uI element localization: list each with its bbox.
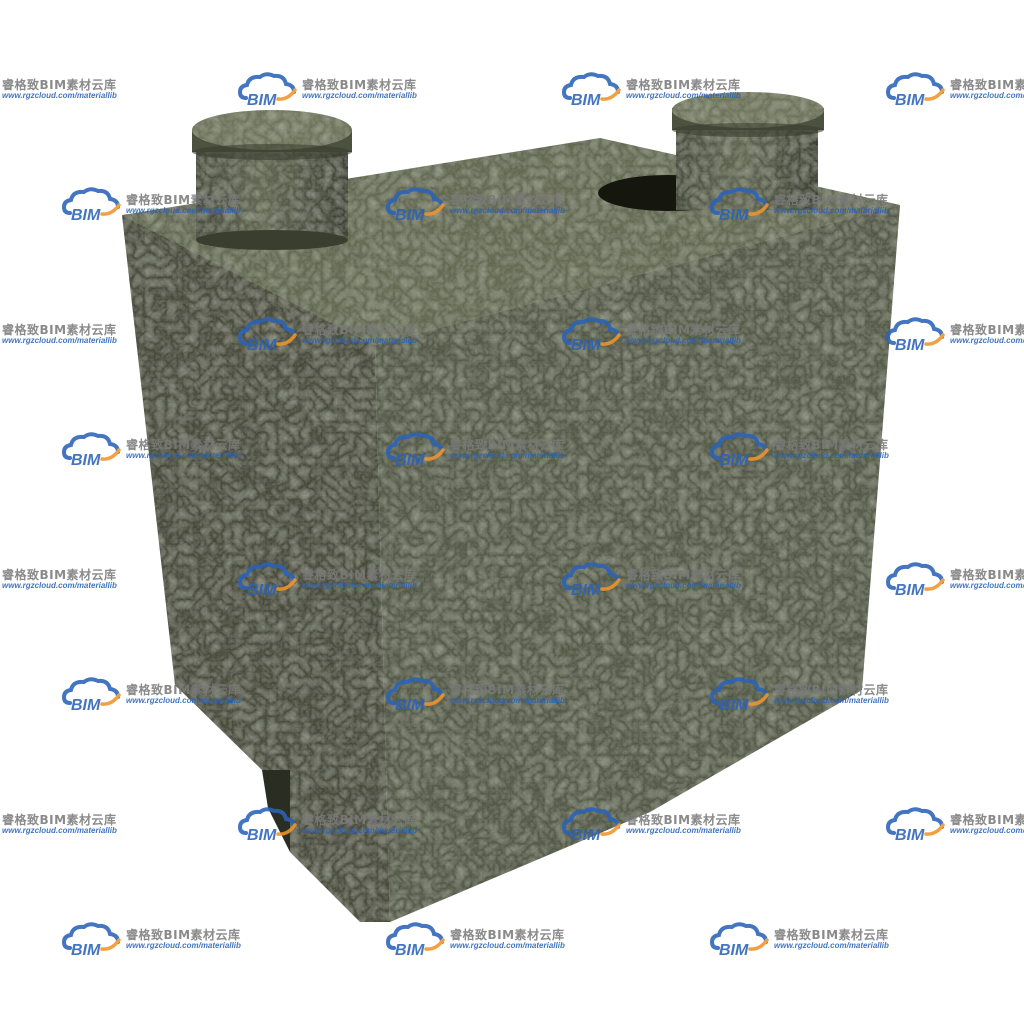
- left-riser: [192, 110, 352, 250]
- tank-front-face: [375, 205, 900, 922]
- tank-notch: [262, 770, 290, 852]
- right-riser: [672, 92, 824, 210]
